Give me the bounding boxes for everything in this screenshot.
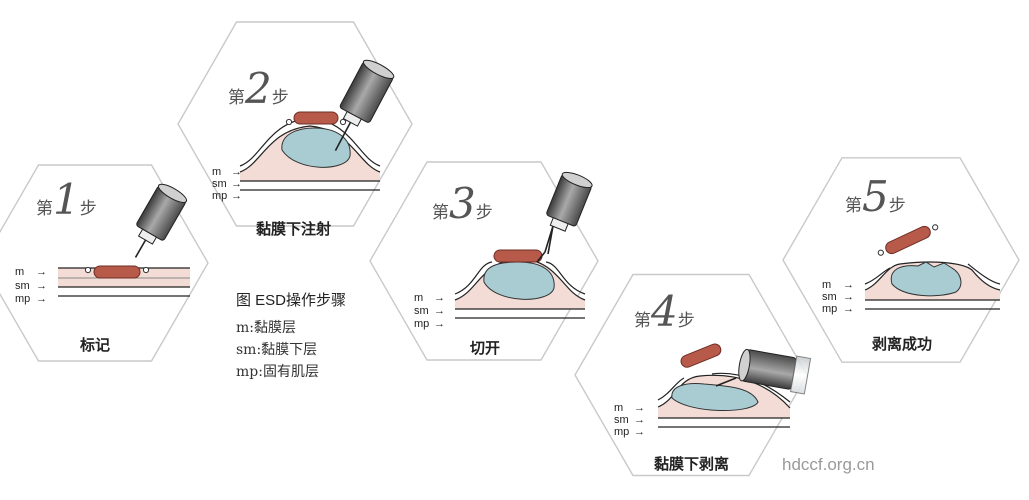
step-1-arrow-m: → xyxy=(36,266,47,278)
step-2-panel: 第2步 m → sm → mp → xyxy=(177,21,413,238)
step-1-mark-right xyxy=(142,266,150,274)
step-4-suffix: 步 xyxy=(678,311,695,331)
step-5-layers xyxy=(864,261,1001,310)
step-5-caption: 剥离成功 xyxy=(872,335,932,353)
step-2-number: 2 xyxy=(244,64,272,113)
step-4-endoscope-icon xyxy=(715,348,812,395)
step-5-label-mp: mp xyxy=(822,303,837,315)
step-4-label-m: m xyxy=(614,402,623,414)
step-2-arrow-m: → xyxy=(231,166,242,178)
step-5-layer-labels: m → sm → mp → xyxy=(822,279,854,315)
legend-line-sm: sm:黏膜下层 xyxy=(236,342,317,358)
step-5-prefix: 第 xyxy=(845,196,862,216)
step-2-label-sm: sm xyxy=(212,178,227,190)
step-1-arrow-sm: → xyxy=(36,280,47,292)
step-1-label-m: m xyxy=(15,266,24,278)
step-1-label-sm: sm xyxy=(15,280,30,292)
step-4-prefix: 第 xyxy=(634,311,651,331)
legend-line-mp: mp:固有肌层 xyxy=(236,364,319,380)
svg-text:第5步: 第5步 xyxy=(845,172,906,221)
step-2-arrow-sm: → xyxy=(231,178,242,190)
step-4-layer-labels: m → sm → mp → xyxy=(614,402,645,438)
step-3-endoscope-icon xyxy=(536,171,593,263)
step-5-number: 5 xyxy=(862,172,889,221)
step-5-label-sm: sm xyxy=(822,291,837,303)
legend: 图 ESD操作步骤 m:黏膜层 sm:黏膜下层 mp:固有肌层 xyxy=(236,292,346,380)
step-5-panel: 第5步 m → sm → mp → 剥离成功 xyxy=(782,157,1020,363)
step-1-mark-left xyxy=(84,266,92,274)
step-3-arrow-m: → xyxy=(434,292,445,304)
svg-text:第2步: 第2步 xyxy=(228,64,289,113)
step-4-lesion xyxy=(680,343,722,368)
step-4-number: 4 xyxy=(650,287,678,336)
legend-title: 图 ESD操作步骤 xyxy=(236,292,346,309)
step-3-number: 3 xyxy=(449,179,476,228)
svg-text:第1步: 第1步 xyxy=(36,175,97,224)
step-2-lesion xyxy=(293,111,339,125)
legend-line-m: m:黏膜层 xyxy=(236,320,296,336)
step-4-arrow-sm: → xyxy=(634,414,645,426)
svg-text:第3步: 第3步 xyxy=(432,179,493,228)
step-5-hexagon xyxy=(782,157,1020,363)
step-1-lesion xyxy=(93,265,141,279)
step-3-suffix: 步 xyxy=(476,203,493,223)
step-4-arrow-mp: → xyxy=(634,426,645,438)
step-3-hexagon xyxy=(369,161,599,361)
step-2-arrow-mp: → xyxy=(231,190,242,202)
step-1-label-mp: mp xyxy=(15,293,30,305)
step-1-suffix: 步 xyxy=(80,199,97,219)
step-3-label-mp: mp xyxy=(414,318,429,330)
step-1-panel: 第1步 m → sm → mp → 标记 xyxy=(0,164,209,362)
step-1-arrow-mp: → xyxy=(36,293,47,305)
step-2-endoscope-icon xyxy=(334,59,395,152)
step-1-layer-labels: m → sm → mp → xyxy=(15,266,47,305)
watermark: hdccf.org.cn xyxy=(782,455,875,474)
step-3-label-m: m xyxy=(414,292,423,304)
step-5-label-m: m xyxy=(822,279,831,291)
step-5-arrow-sm: → xyxy=(843,291,854,303)
step-3-lesion xyxy=(493,249,543,263)
step-4-layers xyxy=(657,372,791,428)
step-3-arrow-sm: → xyxy=(434,305,445,317)
step-4-caption: 黏膜下剥离 xyxy=(654,455,729,473)
step-3-prefix: 第 xyxy=(432,203,449,223)
step-3-caption: 切开 xyxy=(470,339,500,357)
step-5-suffix: 步 xyxy=(889,196,906,216)
step-2-layers xyxy=(239,117,381,191)
step-4-label-mp: mp xyxy=(614,426,629,438)
step-1-number: 1 xyxy=(53,175,80,224)
step-4-label-sm: sm xyxy=(614,414,629,426)
step-4-arrow-m: → xyxy=(634,402,645,414)
svg-text:第4步: 第4步 xyxy=(634,287,695,336)
step-1-caption: 标记 xyxy=(79,336,110,354)
step-5-resected-specimen xyxy=(877,224,939,256)
step-4-panel: 第4步 m → sm → mp → xyxy=(574,273,812,477)
step-5-arrow-m: → xyxy=(843,279,854,291)
step-3-layer-labels: m → sm → mp → xyxy=(414,292,445,330)
step-1-prefix: 第 xyxy=(36,199,53,219)
step-3-label-sm: sm xyxy=(414,305,429,317)
step-2-label-mp: mp xyxy=(212,190,227,202)
step-3-panel: 第3步 m → sm → mp → 切开 xyxy=(369,161,599,361)
step-3-layers xyxy=(454,257,586,319)
step-2-suffix: 步 xyxy=(272,88,289,108)
step-5-arrow-mp: → xyxy=(843,303,854,315)
step-1-endoscope-icon xyxy=(134,183,188,258)
step-2-prefix: 第 xyxy=(228,88,245,108)
step-4-hexagon xyxy=(574,273,808,477)
step-2-layer-labels: m → sm → mp → xyxy=(212,166,242,202)
step-2-label-m: m xyxy=(212,166,221,178)
step-2-caption: 黏膜下注射 xyxy=(256,220,331,238)
step-3-arrow-mp: → xyxy=(434,318,445,330)
